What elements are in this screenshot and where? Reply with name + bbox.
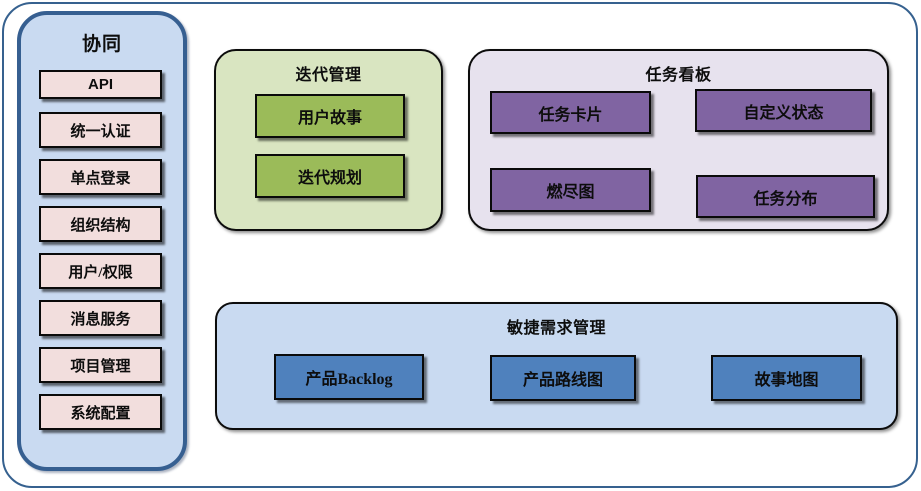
group-iteration-management: 迭代管理 用户故事 迭代规划 xyxy=(214,49,443,231)
item-product-roadmap: 产品路线图 xyxy=(490,355,636,401)
group-title-iteration: 迭代管理 xyxy=(295,67,362,84)
group-agile-requirements: 敏捷需求管理 产品Backlog 产品路线图 故事地图 xyxy=(215,302,898,430)
item-story-map: 故事地图 xyxy=(711,355,862,401)
sidebar-title: 协同 xyxy=(81,34,122,55)
sidebar-item-sso: 单点登录 xyxy=(39,159,162,195)
sidebar-item-api: API xyxy=(39,70,162,99)
group-task-kanban: 任务看板 任务卡片 自定义状态 燃尽图 任务分布 xyxy=(468,49,889,231)
group-title-kanban: 任务看板 xyxy=(645,67,712,84)
group-title-agile: 敏捷需求管理 xyxy=(506,320,606,337)
sidebar-item-unified-auth: 统一认证 xyxy=(39,112,162,148)
item-custom-status: 自定义状态 xyxy=(695,89,872,132)
item-product-backlog: 产品Backlog xyxy=(274,354,424,400)
sidebar-item-project-mgmt: 项目管理 xyxy=(39,347,162,383)
item-task-distribution: 任务分布 xyxy=(696,175,875,218)
sidebar-item-user-perms: 用户/权限 xyxy=(39,253,162,289)
item-user-story: 用户故事 xyxy=(255,94,405,138)
sidebar-item-org-structure: 组织结构 xyxy=(39,206,162,242)
item-iteration-planning: 迭代规划 xyxy=(255,154,405,198)
item-burndown-chart: 燃尽图 xyxy=(490,168,651,212)
item-task-card: 任务卡片 xyxy=(490,91,651,134)
sidebar-collaboration: 协同 API 统一认证 单点登录 组织结构 用户/权限 消息服务 项目管理 系统… xyxy=(17,11,187,471)
sidebar-item-sys-config: 系统配置 xyxy=(39,394,162,430)
sidebar-item-message-svc: 消息服务 xyxy=(39,300,162,336)
